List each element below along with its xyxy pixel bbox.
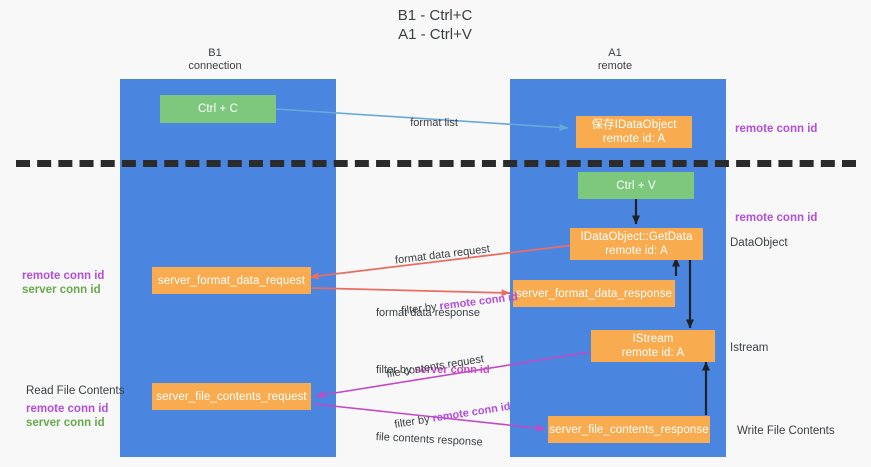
node-server-file-contents-request[interactable]: server_file_contents_request [152,383,311,410]
node-save-idataobject-label: 保存IDataObject [591,119,677,131]
edge-label-file-contents-request-line1: file contents request [385,353,485,381]
annotation-read-file-contents: Read File Contents [26,385,125,397]
node-server-file-contents-response-label: server_file_contents_response [549,423,709,436]
annotation-left-server-conn-id-mid: server conn id [22,284,101,296]
node-idataobject-getdata[interactable]: IDataObject::GetData remote id: A [570,228,703,260]
annotation-left-server-conn-id-bottom: server conn id [26,417,105,429]
node-save-idataobject-sub: remote id: A [602,133,666,145]
edge-label-format-data-response-line2: filter by server conn id [376,362,490,379]
node-server-format-data-response-label: server_format_data_response [515,287,673,300]
annotation-write-file-contents: Write File Contents [737,425,835,437]
edge-label-format-list: format list [398,98,458,149]
section-divider [16,160,856,167]
node-idataobject-getdata-label: IDataObject::GetData [580,231,693,243]
edge-label-format-data-response: format data response filter by server co… [376,271,490,413]
annotation-left-remote-conn-id-mid: remote conn id [22,270,105,282]
edge-label-filter-prefix: filter by [376,364,415,376]
edge-label-file-contents-response: file contents response filter by server … [371,395,492,467]
node-ctrl-v[interactable]: Ctrl + V [578,172,694,199]
node-istream-sub: remote id: A [621,347,685,359]
node-ctrl-c-label: Ctrl + C [197,103,239,115]
annotation-remote-conn-id-top: remote conn id [735,123,818,135]
node-server-format-data-request-label: server_format_data_request [157,274,306,287]
edge-label-format-list-line1: format list [410,117,458,129]
node-server-file-contents-response[interactable]: server_file_contents_response [548,416,710,443]
edge-label-file-contents-response-line1: file contents response [375,430,483,449]
annotation-remote-conn-id-mid: remote conn id [735,212,818,224]
node-server-format-data-request[interactable]: server_format_data_request [152,267,311,294]
node-ctrl-c[interactable]: Ctrl + C [160,95,276,123]
node-istream-label: IStream [632,333,674,345]
column-header-b1: B1 connection [188,47,242,72]
edge-label-filter-key: server conn id [414,364,490,376]
node-server-format-data-response[interactable]: server_format_data_response [513,280,675,307]
node-save-idataobject[interactable]: 保存IDataObject remote id: A [576,116,692,148]
annotation-istream: Istream [730,342,769,354]
page-title: B1 - Ctrl+C A1 - Ctrl+V [397,7,473,43]
annotation-left-remote-conn-id-bottom: remote conn id [26,403,109,415]
node-server-file-contents-request-label: server_file_contents_request [156,390,307,403]
edge-label-format-data-request-line1: format data request [394,243,491,267]
edge-label-format-data-response-line1: format data response [376,307,480,319]
node-idataobject-getdata-sub: remote id: A [605,245,668,257]
annotation-dataobject: DataObject [730,237,788,249]
node-ctrl-v-label: Ctrl + V [616,179,656,192]
column-header-a1: A1 remote [597,47,633,72]
node-istream[interactable]: IStream remote id: A [591,330,715,362]
